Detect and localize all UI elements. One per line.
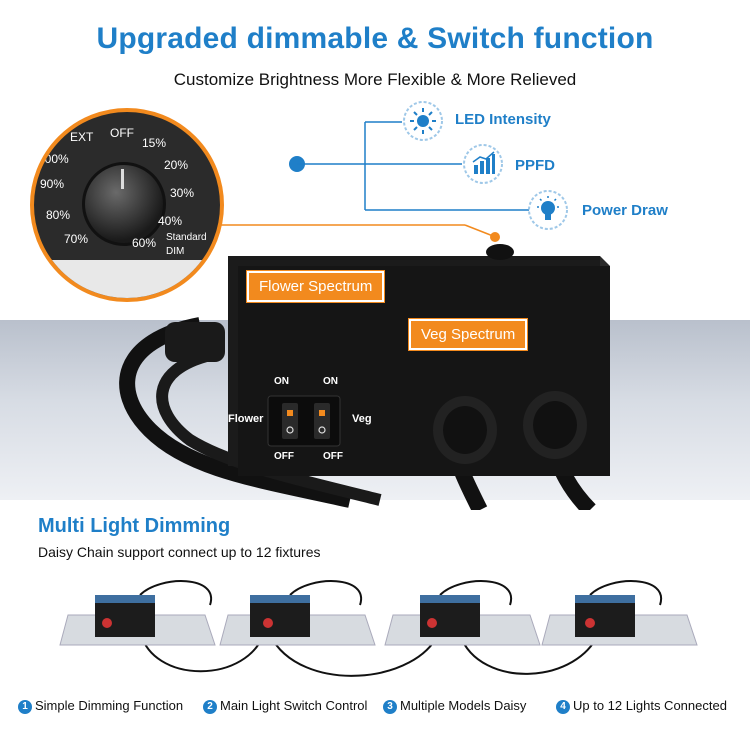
flower-spectrum-callout: Flower Spectrum — [247, 271, 385, 302]
bottom-item-text: Simple Dimming Function — [35, 698, 184, 713]
dial-label-off: OFF — [110, 126, 134, 140]
controller-box-image — [119, 244, 610, 510]
feature-label-ppfd: PPFD — [515, 157, 556, 174]
number-badge: 1 — [18, 699, 32, 714]
bottom-item-text: Up to 12 Lights Connected — [573, 698, 727, 713]
flower-off-label: OFF — [274, 451, 294, 462]
knob-indicator — [121, 169, 124, 189]
number-badge: 3 — [383, 699, 397, 714]
veg-switch-label: Veg — [352, 413, 372, 425]
dial-zoom: EXT OFF 15% 20% 30% 40% 100% 90% 80% 70%… — [30, 108, 224, 302]
dial-label-70: 70% — [64, 232, 89, 246]
veg-spectrum-callout: Veg Spectrum — [409, 319, 528, 350]
daisy-chain-image — [59, 580, 698, 677]
dimmer-knob[interactable] — [82, 162, 166, 246]
dial-label-80: 80% — [46, 208, 71, 222]
bottom-item-text: Multiple Models Daisy — [400, 698, 527, 713]
multi-dimming-title: Multi Light Dimming — [38, 515, 231, 537]
dial-label-90: 90% — [40, 177, 65, 191]
dial-label-40: 40% — [158, 214, 183, 228]
number-badge: 2 — [203, 699, 217, 714]
lightbulb-icon — [527, 189, 569, 231]
flower-on-label: ON — [274, 376, 289, 387]
feature-label-led-intensity: LED Intensity — [455, 111, 551, 128]
dial-label-30: 30% — [170, 186, 195, 200]
dial-label-60: 60% — [132, 236, 157, 250]
dial-label-standard: Standard — [166, 232, 207, 243]
page-title: Upgraded dimmable & Switch function — [96, 22, 654, 55]
veg-off-label: OFF — [323, 451, 343, 462]
dial-label-15: 15% — [142, 136, 167, 150]
dial-label-ext: EXT — [70, 130, 94, 144]
number-badge: 4 — [556, 699, 570, 714]
dial-label-100: 100% — [38, 152, 69, 166]
multi-dimming-subtitle: Daisy Chain support connect up to 12 fix… — [38, 544, 321, 560]
bottom-item-text: Main Light Switch Control — [220, 698, 368, 713]
bar-chart-icon — [462, 143, 504, 185]
sun-icon — [402, 100, 444, 142]
flower-switch-label: Flower — [228, 413, 264, 425]
dial-panel-edge — [34, 260, 220, 298]
feature-label-power-draw: Power Draw — [582, 202, 668, 219]
page-subtitle: Customize Brightness More Flexible & Mor… — [173, 70, 577, 89]
dial-label-dim: DIM — [166, 246, 185, 257]
veg-on-label: ON — [323, 376, 338, 387]
dial-label-20: 20% — [164, 158, 189, 172]
